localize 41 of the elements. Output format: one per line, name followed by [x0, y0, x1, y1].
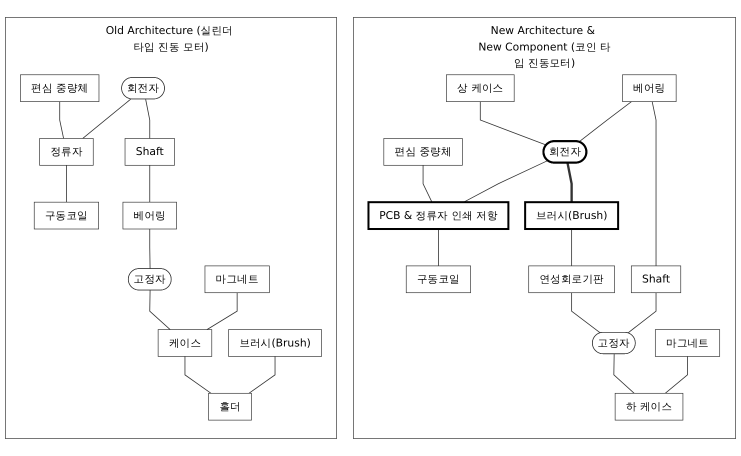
node-box: 편심 중량체	[383, 138, 463, 166]
node-box: 베어링	[122, 202, 177, 230]
connector	[664, 356, 688, 394]
node-box: 케이스	[158, 329, 212, 357]
node-box: 연성회로기판	[528, 266, 615, 294]
connector	[82, 98, 132, 139]
connector	[248, 356, 276, 394]
connector	[571, 292, 601, 334]
connector	[66, 164, 67, 203]
node-box: 마그네트	[204, 266, 270, 294]
node-box: 브러시(Brush)	[524, 201, 620, 230]
node-box: 하 케이스	[614, 392, 684, 420]
connector	[59, 101, 64, 139]
connector	[652, 101, 656, 266]
node-box: Shaft	[630, 266, 682, 294]
connector	[206, 292, 238, 330]
node-box: 구동코일	[406, 266, 471, 294]
connector	[566, 162, 573, 202]
connector	[149, 164, 150, 203]
connector	[438, 228, 439, 266]
connector	[571, 228, 572, 266]
node-box: 정류자	[39, 138, 94, 166]
node-box: 상 케이스	[446, 74, 515, 102]
node-box: Shaft	[124, 138, 175, 166]
connector	[463, 160, 548, 203]
connector	[578, 101, 632, 142]
node-box: 홀더	[208, 392, 252, 420]
node-box: 마그네트	[654, 329, 720, 357]
connector	[422, 164, 432, 203]
connector	[480, 101, 547, 146]
connector	[613, 354, 635, 394]
connector	[627, 292, 656, 334]
connector	[149, 228, 150, 270]
node-box: PCB & 정류자 인쇄 저항	[367, 201, 510, 230]
connector	[149, 290, 171, 330]
node-box: 브러시(Brush)	[228, 329, 322, 357]
node-box: 구동코일	[34, 202, 99, 230]
connector	[184, 356, 212, 394]
connector	[145, 98, 150, 139]
node-box: 편심 중량체	[20, 74, 100, 102]
node-box: 베어링	[622, 74, 676, 102]
